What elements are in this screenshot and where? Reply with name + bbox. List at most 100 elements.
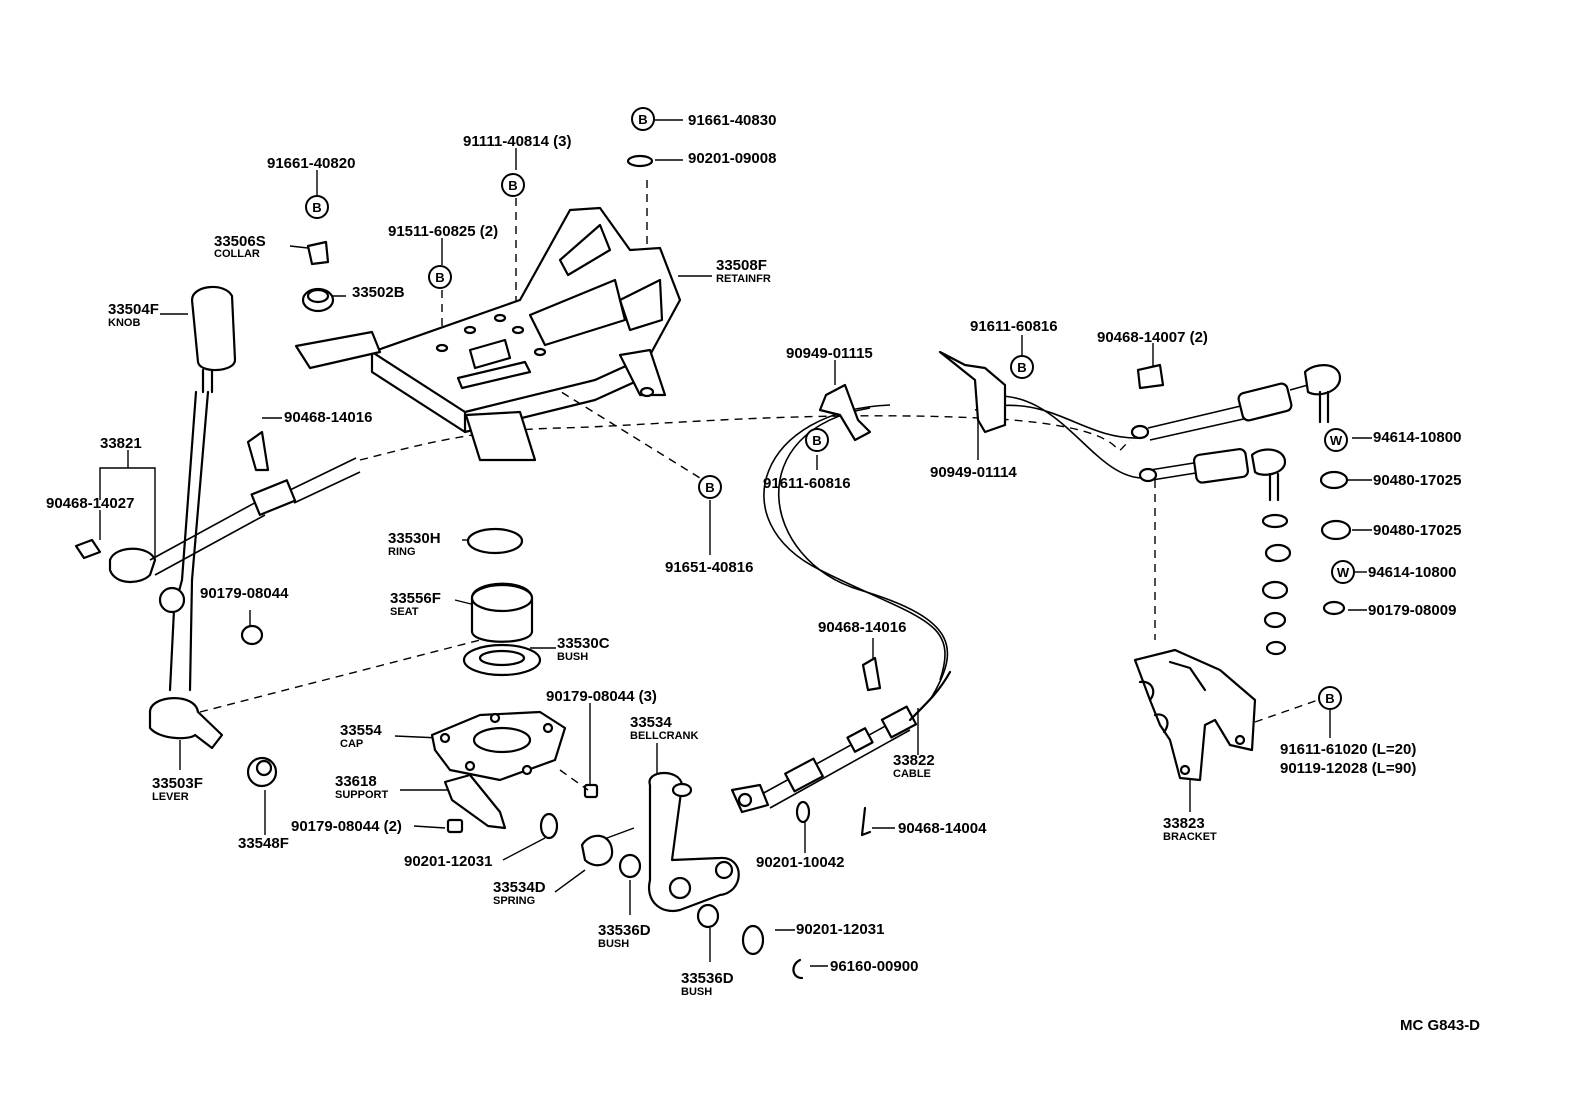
label-90179-08044-3: 90179-08044 (3)	[546, 688, 657, 705]
svg-text:B: B	[1017, 360, 1026, 375]
label-lever: LEVER	[152, 791, 189, 803]
b-marker-91661-40830: B	[631, 107, 655, 131]
label-90179-08044a: 90179-08044	[200, 585, 289, 602]
b-marker-91611-61020: B	[1318, 686, 1342, 710]
label-91611-61020: 91611-61020 (L=20)	[1280, 741, 1416, 758]
label-90949-01114: 90949-01114	[930, 464, 1017, 481]
label-33822: 33822	[893, 752, 935, 769]
lever-base	[148, 697, 224, 750]
label-support: SUPPORT	[335, 789, 388, 801]
bellcrank	[647, 771, 740, 913]
label-90480-17025a: 90480-17025	[1373, 472, 1461, 489]
w-marker-94614-10800b: W	[1331, 560, 1355, 584]
label-90468-14016a: 90468-14016	[284, 409, 372, 426]
label-33823: 33823	[1163, 815, 1205, 832]
label-94614-10800b: 94614-10800	[1368, 564, 1456, 581]
retainer-bracket	[294, 154, 682, 462]
label-ring: RING	[388, 546, 416, 558]
label-90949-01115: 90949-01115	[786, 345, 873, 362]
svg-text:B: B	[638, 112, 647, 127]
label-33548f: 33548F	[238, 835, 289, 852]
label-bracket: BRACKET	[1163, 831, 1217, 843]
label-cap: CAP	[340, 738, 363, 750]
label-33530h: 33530H	[388, 530, 441, 547]
b-marker-91611-60816b: B	[1010, 355, 1034, 379]
label-91661-40820: 91661-40820	[267, 155, 355, 172]
label-bush-b: BUSH	[681, 986, 712, 998]
b-marker-91511-60825: B	[428, 265, 452, 289]
collar	[306, 240, 330, 266]
label-33536d-b: 33536D	[681, 970, 734, 987]
label-seat: SEAT	[390, 606, 419, 618]
support	[443, 773, 507, 830]
svg-text:B: B	[1325, 691, 1334, 706]
label-96160-00900: 96160-00900	[830, 958, 918, 975]
cable-33822	[730, 656, 952, 837]
knob	[190, 286, 237, 372]
label-91651-40816: 91651-40816	[665, 559, 753, 576]
svg-text:B: B	[435, 270, 444, 285]
label-33556f: 33556F	[390, 590, 441, 607]
label-91611-60816a: 91611-60816	[763, 475, 851, 492]
label-33534: 33534	[630, 714, 672, 731]
svg-text:W: W	[1330, 433, 1343, 448]
label-90480-17025b: 90480-17025	[1373, 522, 1461, 539]
label-90468-14004: 90468-14004	[898, 820, 987, 837]
spring	[580, 834, 614, 867]
label-bellcrank: BELLCRANK	[630, 730, 698, 742]
label-90179-08009: 90179-08009	[1368, 602, 1456, 619]
b-marker-91651-40816: B	[698, 475, 722, 499]
svg-text:B: B	[812, 433, 821, 448]
label-bush-c: BUSH	[557, 651, 588, 663]
label-33618: 33618	[335, 773, 377, 790]
svg-text:B: B	[705, 480, 714, 495]
cables	[359, 395, 1146, 701]
part-labels: 91661-40820 33506S COLLAR 33502B 33504F …	[46, 112, 1480, 1034]
label-90201-12031b: 90201-12031	[796, 921, 884, 938]
label-spring: SPRING	[493, 895, 535, 907]
label-90468-14016b: 90468-14016	[818, 619, 906, 636]
label-91511-60825: 91511-60825 (2)	[388, 223, 498, 240]
label-retainer: RETAINFR	[716, 273, 771, 285]
label-90201-12031a: 90201-12031	[404, 853, 492, 870]
leader-lines	[99, 119, 1372, 967]
label-33502b: 33502B	[352, 284, 405, 301]
diagram-code: MC G843-D	[1400, 1017, 1480, 1034]
label-90119-12028: 90119-12028 (L=90)	[1280, 760, 1416, 777]
label-91111-40814: 91111-40814 (3)	[463, 133, 571, 150]
w-marker-94614-10800a: W	[1324, 428, 1348, 452]
svg-text:W: W	[1337, 565, 1350, 580]
label-90468-14027: 90468-14027	[46, 495, 134, 512]
label-90179-08044-2: 90179-08044 (2)	[291, 818, 402, 835]
right-cable-assembly	[818, 350, 1352, 656]
label-33554: 33554	[340, 722, 382, 739]
label-bush-a: BUSH	[598, 938, 629, 950]
label-33821: 33821	[100, 435, 142, 452]
label-33504f: 33504F	[108, 301, 159, 318]
label-33508f: 33508F	[716, 257, 767, 274]
b-marker-91661-40820: B	[305, 195, 329, 219]
label-91661-40830: 91661-40830	[688, 112, 776, 129]
label-cable: CABLE	[893, 768, 931, 780]
center-parts	[430, 527, 804, 980]
label-collar: COLLAR	[214, 248, 260, 260]
label-33536d-a: 33536D	[598, 922, 651, 939]
svg-text:B: B	[312, 200, 321, 215]
label-33530c: 33530C	[557, 635, 610, 652]
ring	[466, 527, 524, 555]
label-90201-09008: 90201-09008	[688, 150, 776, 167]
label-33534d: 33534D	[493, 879, 546, 896]
label-33506s: 33506S	[214, 233, 266, 250]
bracket-33823	[1133, 648, 1257, 782]
label-knob: KNOB	[108, 317, 140, 329]
b-marker-91111-40814: B	[501, 173, 525, 197]
label-91611-60816b: 91611-60816	[970, 318, 1058, 335]
svg-text:B: B	[508, 178, 517, 193]
label-33503f: 33503F	[152, 775, 203, 792]
label-90201-10042: 90201-10042	[756, 854, 844, 871]
label-90468-14007: 90468-14007 (2)	[1097, 329, 1208, 346]
shift-lever-assembly	[74, 240, 361, 788]
b-marker-91611-60816a: B	[805, 428, 829, 452]
label-94614-10800a: 94614-10800	[1373, 429, 1461, 446]
